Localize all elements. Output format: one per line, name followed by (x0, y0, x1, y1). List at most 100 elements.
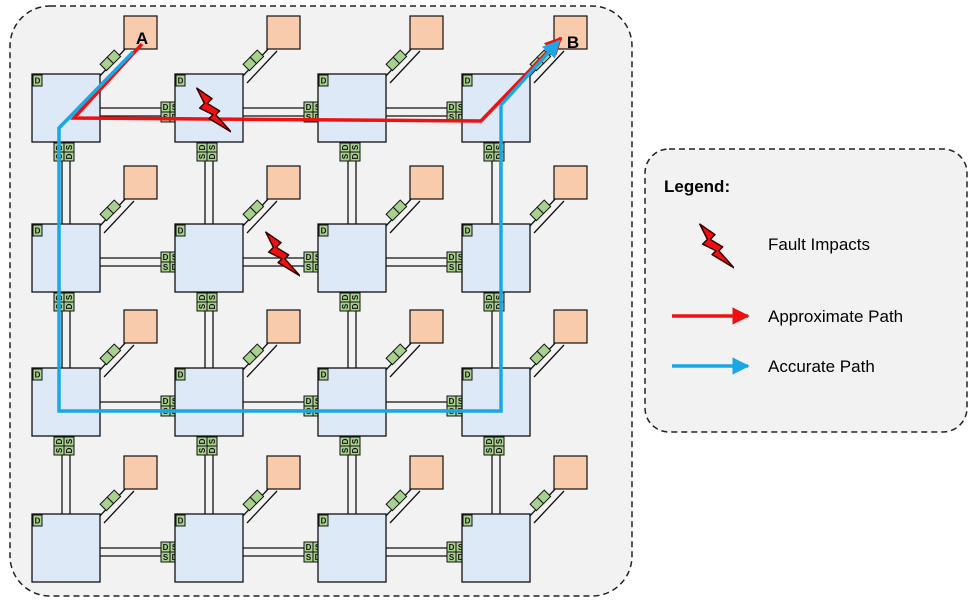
core-link-ports (529, 343, 552, 366)
port-letter: D (163, 103, 169, 112)
port-letter: D (351, 447, 360, 453)
router-port: D (303, 541, 314, 553)
router-port: D (196, 436, 208, 447)
router-port: D (206, 151, 218, 162)
router-port: D (318, 368, 329, 381)
core-link-ports (385, 343, 408, 366)
accurate-path (57, 39, 561, 413)
legend-title: Legend: (664, 177, 730, 196)
port-letter: D (449, 103, 455, 112)
port-letter: S (449, 113, 455, 122)
port-letter: S (458, 253, 464, 262)
processing-core (553, 309, 588, 344)
port-letter: D (163, 543, 169, 552)
router-port: D (349, 151, 361, 162)
router-port: D (349, 301, 361, 312)
port-letter: D (465, 371, 471, 380)
router-port: D (196, 292, 208, 303)
router-port: D (303, 251, 314, 263)
router-port: S (303, 551, 314, 563)
router-port: D (63, 445, 75, 456)
port-letter: D (35, 371, 41, 380)
port-letter: D (178, 517, 184, 526)
port-letter: S (198, 303, 207, 309)
router-port: D (446, 541, 457, 553)
processing-core (266, 455, 301, 490)
router-port: D (493, 445, 505, 456)
port-letter: S (208, 294, 217, 300)
router-port: D (160, 251, 171, 263)
source-label: A (136, 29, 148, 48)
core-link-ports (242, 199, 265, 222)
router-port: D (446, 101, 457, 113)
core-link-ports (99, 489, 122, 512)
core-link-ports (529, 489, 552, 512)
core-link-ports (99, 199, 122, 222)
port-letter: D (449, 253, 455, 262)
router-port: D (446, 395, 457, 407)
core-link-ports (99, 49, 122, 72)
legend-accurate-label: Accurate Path (768, 357, 875, 376)
port-letter: S (449, 263, 455, 272)
port-letter: D (35, 517, 41, 526)
router-port: S (483, 445, 495, 456)
router-port: S (63, 142, 75, 153)
router-port: D (160, 395, 171, 407)
router-port: S (339, 301, 351, 312)
port-letter: D (465, 77, 471, 86)
core-link-ports (242, 489, 265, 512)
core-link-ports (385, 49, 408, 72)
port-letter: D (485, 144, 494, 150)
core-link-ports (242, 49, 265, 72)
router-port: S (160, 261, 171, 273)
port-letter: D (485, 438, 494, 444)
router-port: S (349, 292, 361, 303)
port-letter: D (495, 447, 504, 453)
routers: DDSSDDSSDDDSSDDSSDDDSSDDSSDDDSSDDDSSDDSS… (31, 73, 531, 583)
router-port: S (446, 261, 457, 273)
processing-core (553, 455, 588, 490)
port-letter: D (65, 447, 74, 453)
legend-box (644, 148, 968, 433)
core-link-ports (385, 489, 408, 512)
port-letter: D (198, 144, 207, 150)
port-letter: D (306, 253, 312, 262)
router-port: D (462, 74, 473, 87)
port-letter: S (65, 144, 74, 150)
port-letter: D (35, 77, 41, 86)
router-port: S (493, 436, 505, 447)
port-letter: D (351, 303, 360, 309)
router-port: D (446, 251, 457, 263)
port-letter: D (321, 227, 327, 236)
port-letter: S (341, 303, 350, 309)
router-port: D (318, 74, 329, 87)
port-letter: D (458, 263, 464, 272)
port-letter: S (163, 263, 169, 272)
port-letter: S (306, 263, 312, 272)
port-letter: S (351, 144, 360, 150)
router-port: S (349, 142, 361, 153)
router-port: D (339, 292, 351, 303)
router-port: D (339, 142, 351, 153)
port-letter: D (65, 303, 74, 309)
port-letter: S (351, 438, 360, 444)
core-link-ports (242, 343, 265, 366)
router-port: S (63, 292, 75, 303)
port-letter: D (178, 77, 184, 86)
router-port: D (318, 514, 329, 527)
port-letter: D (208, 153, 217, 159)
router: D (461, 513, 531, 583)
port-letter: S (458, 543, 464, 552)
router-port: D (53, 436, 65, 447)
processing-core (266, 165, 301, 200)
router-port: S (349, 436, 361, 447)
router-port: D (349, 445, 361, 456)
